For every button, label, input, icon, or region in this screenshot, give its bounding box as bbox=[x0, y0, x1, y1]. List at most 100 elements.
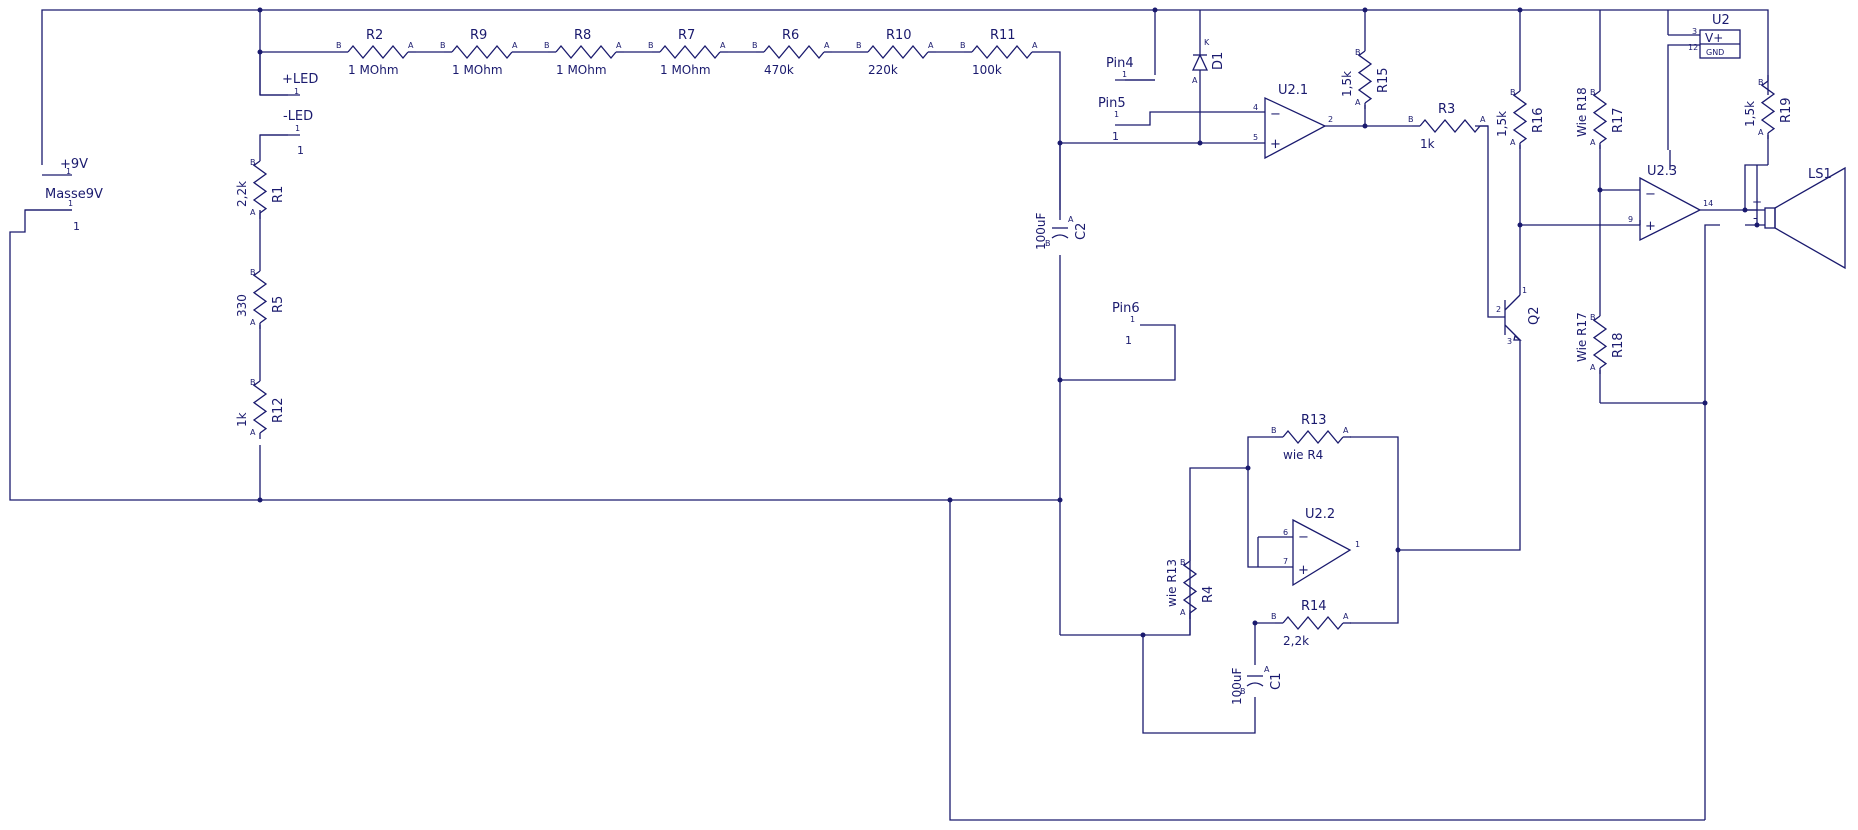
pin-label: A bbox=[720, 41, 726, 50]
port-plus-led: +LED 1 bbox=[260, 72, 318, 96]
pin-label: A bbox=[1032, 41, 1038, 50]
port-pin4: Pin4 1 bbox=[1106, 56, 1155, 81]
junction-dot bbox=[257, 7, 263, 13]
pin-label: B bbox=[1180, 558, 1186, 567]
resistor-value: 1k bbox=[235, 412, 249, 427]
svg-text:1: 1 bbox=[297, 144, 304, 157]
resistor-ref: R10 bbox=[886, 28, 912, 43]
junction-dot bbox=[947, 497, 953, 503]
junction-dot bbox=[1517, 222, 1523, 228]
junction-dot bbox=[1057, 497, 1063, 503]
svg-text:U2: U2 bbox=[1712, 13, 1730, 28]
svg-text:1: 1 bbox=[1122, 70, 1127, 79]
resistor-value: 1 MOhm bbox=[556, 63, 607, 77]
diode-d1: D1 K A bbox=[1191, 38, 1226, 95]
resistor-ref: R3 bbox=[1438, 102, 1455, 117]
pin-label: B bbox=[1590, 88, 1596, 97]
pin-label: B bbox=[1408, 115, 1414, 124]
pin-label: B bbox=[250, 158, 256, 167]
resistor-ref: R14 bbox=[1301, 599, 1327, 614]
junction-dot bbox=[1754, 222, 1760, 228]
pin-label: A bbox=[824, 41, 830, 50]
svg-text:4: 4 bbox=[1253, 103, 1258, 112]
resistor-value: 1,5k bbox=[1495, 111, 1509, 137]
resistor-ref: R19 bbox=[1779, 97, 1794, 123]
resistor-value: 1 MOhm bbox=[348, 63, 399, 77]
resistor-value: 330 bbox=[235, 294, 249, 317]
pin-label: A bbox=[1480, 115, 1486, 124]
pin-label: B bbox=[752, 41, 758, 50]
resistor-value: wie R4 bbox=[1283, 448, 1323, 462]
svg-text:1: 1 bbox=[1125, 334, 1132, 347]
junction-dot bbox=[1395, 547, 1401, 553]
svg-text:K: K bbox=[1204, 38, 1210, 47]
pin-label: B bbox=[250, 378, 256, 387]
svg-text:U2.1: U2.1 bbox=[1278, 83, 1308, 98]
svg-text:6: 6 bbox=[1283, 528, 1288, 537]
pin-label: B bbox=[1355, 48, 1361, 57]
pin-label: B bbox=[856, 41, 862, 50]
resistor-value: 1,5k bbox=[1743, 101, 1757, 127]
svg-text:7: 7 bbox=[1283, 557, 1288, 566]
junction-dot bbox=[257, 49, 263, 55]
pin-label: A bbox=[928, 41, 934, 50]
resistor-ref: R17 bbox=[1611, 107, 1626, 133]
svg-text:+: + bbox=[1270, 137, 1281, 152]
svg-text:-LED: -LED bbox=[283, 109, 313, 124]
resistor-value: Wie R18 bbox=[1575, 87, 1589, 137]
opamp-supply-u2: U2 V+ GND 3 12 bbox=[1688, 13, 1741, 59]
resistor-value: Wie R17 bbox=[1575, 312, 1589, 362]
pin-label: A bbox=[616, 41, 622, 50]
opamp-u2-3: U2.3 − + 9 14 bbox=[1628, 164, 1713, 242]
junctions bbox=[257, 7, 1760, 638]
svg-text:D1: D1 bbox=[1211, 52, 1226, 70]
svg-text:3: 3 bbox=[1507, 337, 1512, 346]
svg-text:+: + bbox=[1645, 219, 1656, 234]
svg-text:1: 1 bbox=[294, 87, 299, 96]
resistor-value: 220k bbox=[868, 63, 898, 77]
pin-label: B bbox=[336, 41, 342, 50]
resistor-value: 1k bbox=[1420, 137, 1435, 151]
capacitor-c1: 100uF C1 A B bbox=[1230, 665, 1284, 705]
junction-dot bbox=[1702, 400, 1708, 406]
svg-text:A: A bbox=[1068, 215, 1074, 224]
resistor-value: 2,2k bbox=[1283, 634, 1309, 648]
resistor-ref: R16 bbox=[1531, 107, 1546, 133]
svg-text:Pin5: Pin5 bbox=[1098, 96, 1126, 111]
svg-text:100uF: 100uF bbox=[1230, 667, 1244, 705]
pin-label: A bbox=[408, 41, 414, 50]
junction-dot bbox=[1742, 207, 1748, 213]
port-minus-led: -LED 1 1 bbox=[260, 109, 313, 157]
svg-text:3: 3 bbox=[1692, 27, 1697, 36]
pin-label: A bbox=[1355, 98, 1361, 107]
svg-text:C1: C1 bbox=[1269, 673, 1284, 690]
svg-text:Pin4: Pin4 bbox=[1106, 56, 1134, 71]
svg-text:B: B bbox=[1240, 687, 1246, 696]
speaker-ls1: LS1 + - bbox=[1752, 166, 1846, 270]
pin-label: A bbox=[1180, 608, 1186, 617]
resistor-value: 1 MOhm bbox=[660, 63, 711, 77]
resistor-ref: R8 bbox=[574, 28, 591, 43]
svg-text:C2: C2 bbox=[1074, 223, 1089, 240]
svg-text:Q2: Q2 bbox=[1527, 306, 1542, 325]
svg-text:1: 1 bbox=[1355, 540, 1360, 549]
resistor-ref: R9 bbox=[470, 28, 487, 43]
resistor-r3: R3 1k B A bbox=[1408, 102, 1488, 151]
pin-label: A bbox=[512, 41, 518, 50]
resistor-ref: R12 bbox=[271, 397, 286, 423]
svg-text:1: 1 bbox=[1112, 130, 1119, 143]
resistor-value: 1,5k bbox=[1340, 71, 1354, 97]
